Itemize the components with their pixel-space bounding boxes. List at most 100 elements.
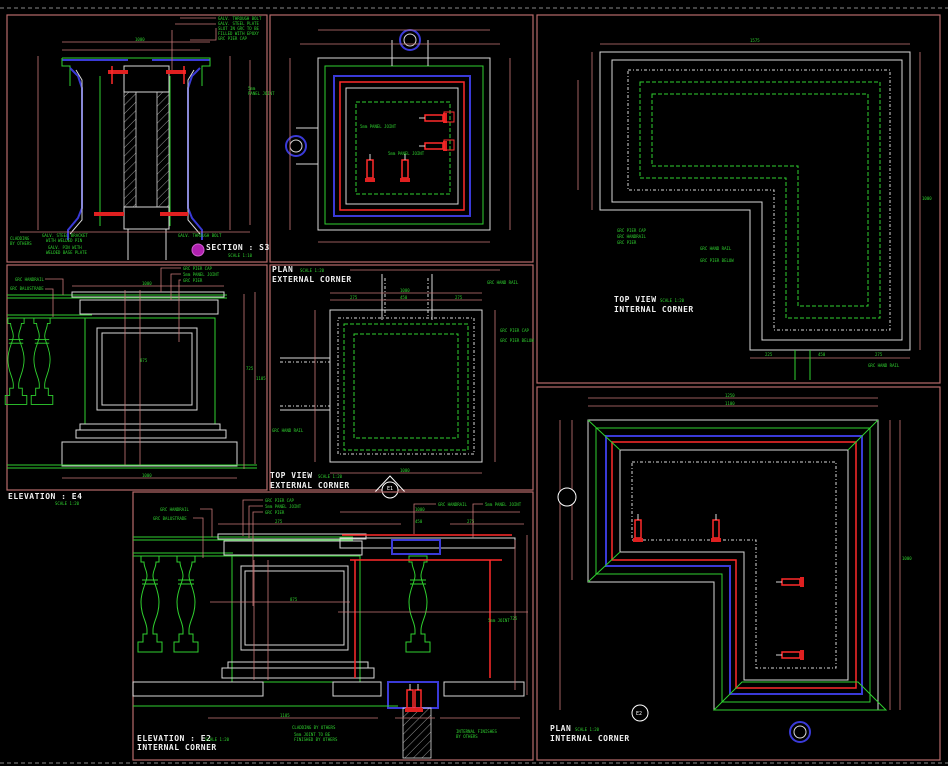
svg-text:5mm JOINT: 5mm JOINT [488,618,510,623]
svg-text:SCALE 1:20: SCALE 1:20 [318,474,343,479]
svg-text:1575: 1575 [750,38,760,43]
svg-text:1000: 1000 [142,281,152,286]
svg-text:725: 725 [510,616,518,621]
svg-text:5mm PANEL JOINT: 5mm PANEL JOINT [388,151,425,156]
svg-text:BY OTHERS: BY OTHERS [10,241,32,246]
section-scale: SCALE 1:10 [228,253,253,258]
svg-text:INTERNAL FINISHES: INTERNAL FINISHES [456,729,498,734]
svg-text:5mm PANEL JOINT: 5mm PANEL JOINT [265,504,302,509]
panel-plan-internal: 1250 1100 1000 PLAN SCALE 1:20 INTERNAL … [536,386,941,761]
svg-text:450: 450 [400,295,408,300]
svg-text:275: 275 [350,295,358,300]
elevation-e4-title: ELEVATION : E4 [8,492,82,501]
svg-text:5mm PANEL JOINT: 5mm PANEL JOINT [485,502,522,507]
svg-text:450: 450 [818,352,826,357]
svg-text:1000: 1000 [142,473,152,478]
panel-external-corner: 1000 275 450 275 1000 GRC HAND RAIL GRC … [269,264,534,499]
svg-text:WITH WELDED PIN: WITH WELDED PIN [46,238,83,243]
svg-text:5mm PANEL JOINT: 5mm PANEL JOINT [183,272,220,277]
svg-text:INTERNAL CORNER: INTERNAL CORNER [137,743,217,752]
svg-text:GRC HANDRAIL: GRC HANDRAIL [160,507,189,512]
svg-text:275: 275 [467,519,475,524]
svg-text:275: 275 [455,295,463,300]
svg-text:GALV. STEEL BRACKET: GALV. STEEL BRACKET [42,233,88,238]
svg-text:GRC PIER BELOW: GRC PIER BELOW [700,258,734,263]
svg-text:275: 275 [875,352,883,357]
svg-text:GRC PIER CAP: GRC PIER CAP [183,266,212,271]
svg-text:SCALE 1:20: SCALE 1:20 [575,727,600,732]
svg-text:GALV. THROUGH BOLT: GALV. THROUGH BOLT [218,16,262,21]
section-callout-icon [191,243,205,257]
svg-text:5mm: 5mm [248,86,256,91]
svg-text:1250: 1250 [725,393,735,398]
section-title: SECTION : S3 [206,243,270,252]
dim-text: 1000 [135,37,145,42]
elevation-e2-title: ELEVATION : E2 [137,734,211,743]
svg-text:GRC HANDRAIL: GRC HANDRAIL [15,277,44,282]
svg-text:GRC HANDRAIL: GRC HANDRAIL [617,234,646,239]
svg-text:CLADDING: CLADDING [10,236,30,241]
svg-text:SLOT IN GRC TO BE: SLOT IN GRC TO BE [218,26,260,31]
svg-text:GRC PIER CAP: GRC PIER CAP [500,328,529,333]
svg-text:1100: 1100 [725,401,735,406]
svg-text:875: 875 [140,358,148,363]
svg-text:WELDED BASE PLATE: WELDED BASE PLATE [46,250,88,255]
top-view-internal-title: TOP VIEW [614,295,657,304]
svg-text:SCALE 1:20: SCALE 1:20 [55,501,80,506]
svg-text:GRC PIER: GRC PIER [265,510,285,515]
panel-top-view-internal: 1575 1000 225 450 275 GRC PIER CAP GRC H… [536,14,941,384]
svg-text:1000: 1000 [902,556,912,561]
svg-text:INTERNAL CORNER: INTERNAL CORNER [614,305,694,314]
svg-text:PANEL JOINT: PANEL JOINT [248,91,275,96]
svg-text:GRC HAND RAIL: GRC HAND RAIL [868,363,900,368]
svg-text:FINISHED BY OTHERS: FINISHED BY OTHERS [294,737,338,742]
svg-text:SCALE 1:20: SCALE 1:20 [300,268,325,273]
svg-text:1000: 1000 [400,468,410,473]
svg-text:GRC BALUSTRADE: GRC BALUSTRADE [153,516,187,521]
svg-text:EXTERNAL CORNER: EXTERNAL CORNER [272,275,352,284]
svg-text:GRC PIER BELOW: GRC PIER BELOW [500,338,534,343]
svg-text:5mm PANEL JOINT: 5mm PANEL JOINT [360,124,397,129]
svg-text:450: 450 [415,519,423,524]
svg-text:GALV. PIN WITH: GALV. PIN WITH [48,245,82,250]
svg-text:GALV. THROUGH BOLT: GALV. THROUGH BOLT [178,233,222,238]
plan-internal-title: PLAN [550,724,571,733]
svg-text:GALV. STEEL PLATE: GALV. STEEL PLATE [218,21,260,26]
svg-text:1000: 1000 [400,288,410,293]
callout-circle-icon [381,481,399,499]
svg-text:1185: 1185 [256,376,266,381]
svg-text:225: 225 [765,352,773,357]
panel-elevation-e2: 1000 275 450 275 875 725 1185 GRC PIER C… [132,491,534,761]
svg-text:CLADDING BY OTHERS: CLADDING BY OTHERS [292,725,336,730]
top-view-external-title: TOP VIEW [270,471,313,480]
svg-text:E1: E1 [387,486,393,492]
svg-text:GRC PIER: GRC PIER [617,240,637,245]
section-notes: GALV. THROUGH BOLT GALV. STEEL PLATE SLO… [10,16,275,255]
svg-text:GRC PIER CAP: GRC PIER CAP [265,498,294,503]
svg-text:GRC HAND RAIL: GRC HAND RAIL [272,428,304,433]
svg-text:5mm JOINT TO BE: 5mm JOINT TO BE [294,732,331,737]
svg-text:EXTERNAL CORNER: EXTERNAL CORNER [270,481,350,490]
callout-circle-icon [557,487,577,507]
svg-text:E2: E2 [636,711,642,717]
panel-section-s3: 1000 GALV. THROUGH BOLT GALV. STEEL PLAT… [6,14,275,263]
svg-text:275: 275 [275,519,283,524]
svg-text:SCALE 1:20: SCALE 1:20 [660,298,685,303]
svg-text:GRC HAND RAIL: GRC HAND RAIL [700,246,732,251]
panel-plan-pier: 5mm PANEL JOINT 5mm PANEL JOINT [269,14,534,263]
svg-text:1185: 1185 [280,713,290,718]
svg-text:GRC BALUSTRADE: GRC BALUSTRADE [10,286,44,291]
svg-text:1000: 1000 [415,507,425,512]
svg-text:SCALE 1:20: SCALE 1:20 [205,737,230,742]
svg-text:GRC PIER: GRC PIER [183,278,203,283]
svg-text:1000: 1000 [922,196,932,201]
svg-text:875: 875 [290,597,298,602]
svg-text:GRC PIER CAP: GRC PIER CAP [218,36,247,41]
svg-text:GRC PIER CAP: GRC PIER CAP [617,228,646,233]
svg-text:INTERNAL CORNER: INTERNAL CORNER [550,734,630,743]
plan-external-title: PLAN [272,265,293,274]
callout-circle-icon [631,704,649,722]
svg-text:GRC HAND RAIL: GRC HAND RAIL [487,280,519,285]
svg-text:GRC HANDRAIL: GRC HANDRAIL [438,502,467,507]
